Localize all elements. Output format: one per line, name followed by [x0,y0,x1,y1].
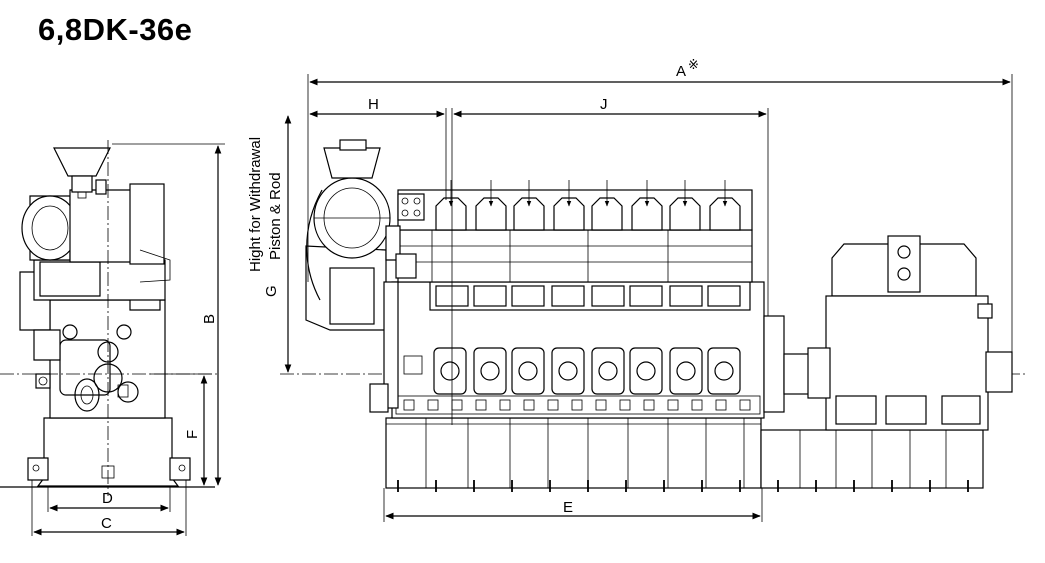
dim-label-h: H [368,96,379,113]
side-view-dimensions [284,74,1013,522]
end-view [0,140,218,496]
dim-label-c: C [101,515,112,532]
end-view-dimensions [31,143,225,536]
side-view [280,139,1025,492]
dim-label-a: A [676,63,686,80]
dim-label-j: J [600,96,608,113]
dim-label-e: E [563,499,573,516]
dim-label-f: F [184,430,201,439]
dim-label-g: G [263,285,280,297]
withdrawal-label-line1: Hight for Withdrawal [247,137,264,272]
dim-label-b: B [201,314,218,324]
diagram-title: 6,8DK-36e [38,12,193,47]
dimension-labels: A ※ B C D E F G H J Hight for Withdrawal… [101,57,699,532]
dim-label-d: D [102,490,113,507]
dim-label-a-mark: ※ [688,57,699,72]
withdrawal-label-line2: Piston & Rod [267,172,284,260]
